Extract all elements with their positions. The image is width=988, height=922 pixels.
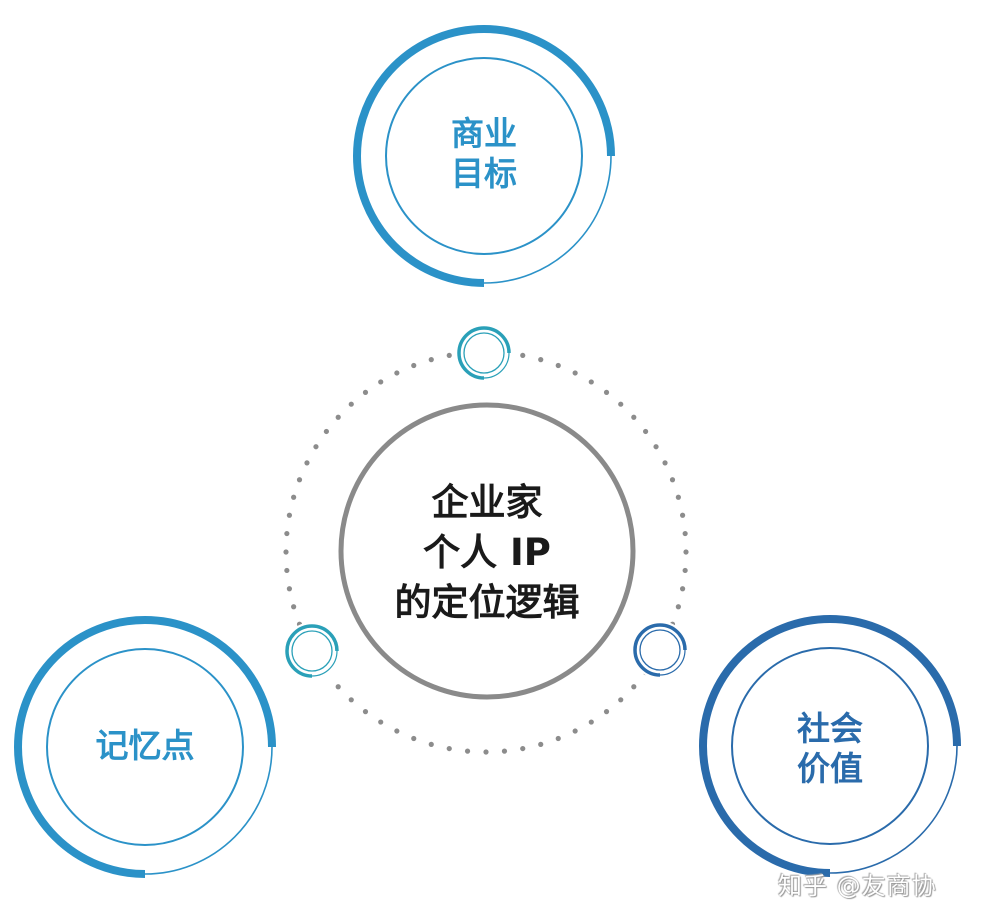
orbit-dot <box>679 586 686 592</box>
orbit-dot <box>296 477 303 483</box>
center-label-line-3: 的定位逻辑 <box>394 581 580 624</box>
watermark: 知乎 @友商协 <box>778 872 937 900</box>
node-label-line: 社会 <box>797 709 863 748</box>
orbit-dot <box>394 728 400 734</box>
orbit-dot <box>291 494 297 500</box>
orbit-dot <box>378 379 384 385</box>
orbit-dot <box>538 357 544 363</box>
outer-ring-thick-arc <box>699 615 961 877</box>
center-circle <box>338 402 636 700</box>
orbit-dot <box>603 389 610 395</box>
orbit-dot <box>682 567 688 574</box>
orbit-dot <box>588 719 594 725</box>
connector-circle-top <box>455 324 513 382</box>
node-label-memory-point: 记忆点 <box>45 726 245 766</box>
node-label-line: 商业 <box>451 114 517 153</box>
center-label: 企业家 个人 IP 的定位逻辑 <box>337 478 637 628</box>
orbit-dot <box>284 530 290 537</box>
orbit-dot <box>291 604 297 610</box>
orbit-dot <box>446 352 452 359</box>
connector-ring-thin <box>483 352 510 379</box>
orbit-dot <box>335 684 341 690</box>
connector-ring-thick <box>285 624 339 678</box>
orbit-dot <box>304 460 310 466</box>
orbit-dot <box>643 428 649 435</box>
outer-ring-thin-segment <box>144 746 273 875</box>
connector-inner-ring <box>639 629 681 671</box>
connector-ring-thin <box>311 650 338 677</box>
orbit-dot <box>394 370 400 376</box>
connector-circle-right <box>631 621 689 679</box>
orbit-dot <box>464 748 471 754</box>
node-circle-memory-point <box>14 616 276 878</box>
orbit-dot <box>669 477 676 483</box>
node-label-social-value: 社会 价值 <box>730 709 930 789</box>
node-label-line: 记忆点 <box>95 726 195 765</box>
orbit-dot <box>411 362 417 369</box>
orbit-dot <box>588 379 594 385</box>
orbit-dot <box>286 512 293 518</box>
connector-circle-left <box>283 622 341 680</box>
connector-ring-thick <box>457 326 511 380</box>
center-label-line-2: 个人 IP <box>423 531 551 574</box>
orbit-dot <box>283 549 289 555</box>
orbit-dot <box>348 697 354 703</box>
orbit-dot <box>572 728 578 734</box>
orbit-dot <box>286 586 293 592</box>
orbit-dot <box>679 512 686 518</box>
orbit-dot <box>323 428 329 435</box>
orbit-dot <box>653 444 659 450</box>
node-label-business-goal: 商业 目标 <box>384 114 584 194</box>
orbit-dot <box>483 749 489 755</box>
connector-inner-ring <box>291 630 333 672</box>
orbit-dot <box>501 748 508 754</box>
orbit-dot <box>362 709 369 715</box>
orbit-dot <box>631 414 637 420</box>
orbit-dot <box>520 745 526 752</box>
orbit-dot <box>313 444 319 450</box>
node-label-line: 价值 <box>797 749 863 788</box>
connector-ring-thick <box>633 623 687 677</box>
orbit-dot <box>683 549 689 555</box>
inner-ring <box>385 57 583 255</box>
node-label-line: 目标 <box>451 154 517 193</box>
orbit-dot <box>682 530 688 537</box>
inner-ring <box>46 648 244 846</box>
orbit-dot <box>428 741 434 747</box>
node-circle-business-goal <box>353 25 615 287</box>
outer-ring-thin-segment <box>483 155 612 284</box>
orbit-dot <box>555 735 561 742</box>
orbit-dot <box>520 352 526 359</box>
inner-ring <box>731 647 929 845</box>
connector-ring-thin <box>659 649 686 676</box>
orbit-dot <box>631 684 637 690</box>
orbit-dot <box>603 709 610 715</box>
orbit-dot <box>284 567 290 574</box>
orbit-dot <box>662 460 668 466</box>
orbit-dot <box>618 697 624 703</box>
orbit-dot <box>428 357 434 363</box>
orbit-dot <box>362 389 369 395</box>
outer-ring-thin-segment <box>829 745 958 874</box>
orbit-dot <box>411 735 417 742</box>
orbit-dot <box>572 370 578 376</box>
connector-inner-ring <box>463 332 505 374</box>
orbit-dot <box>335 414 341 420</box>
node-circle-social-value <box>699 615 961 877</box>
orbit-dot <box>348 401 354 407</box>
orbit-dot <box>675 604 681 610</box>
orbit-dot <box>618 401 624 407</box>
outer-ring-thick-arc <box>353 25 615 287</box>
center-label-line-1: 企业家 <box>431 481 543 524</box>
orbit-dot <box>538 741 544 747</box>
orbit-dot <box>675 494 681 500</box>
orbit-dot <box>378 719 384 725</box>
orbit-dot <box>555 362 561 369</box>
outer-ring-thick-arc <box>14 616 276 878</box>
orbit-dot <box>446 745 452 752</box>
